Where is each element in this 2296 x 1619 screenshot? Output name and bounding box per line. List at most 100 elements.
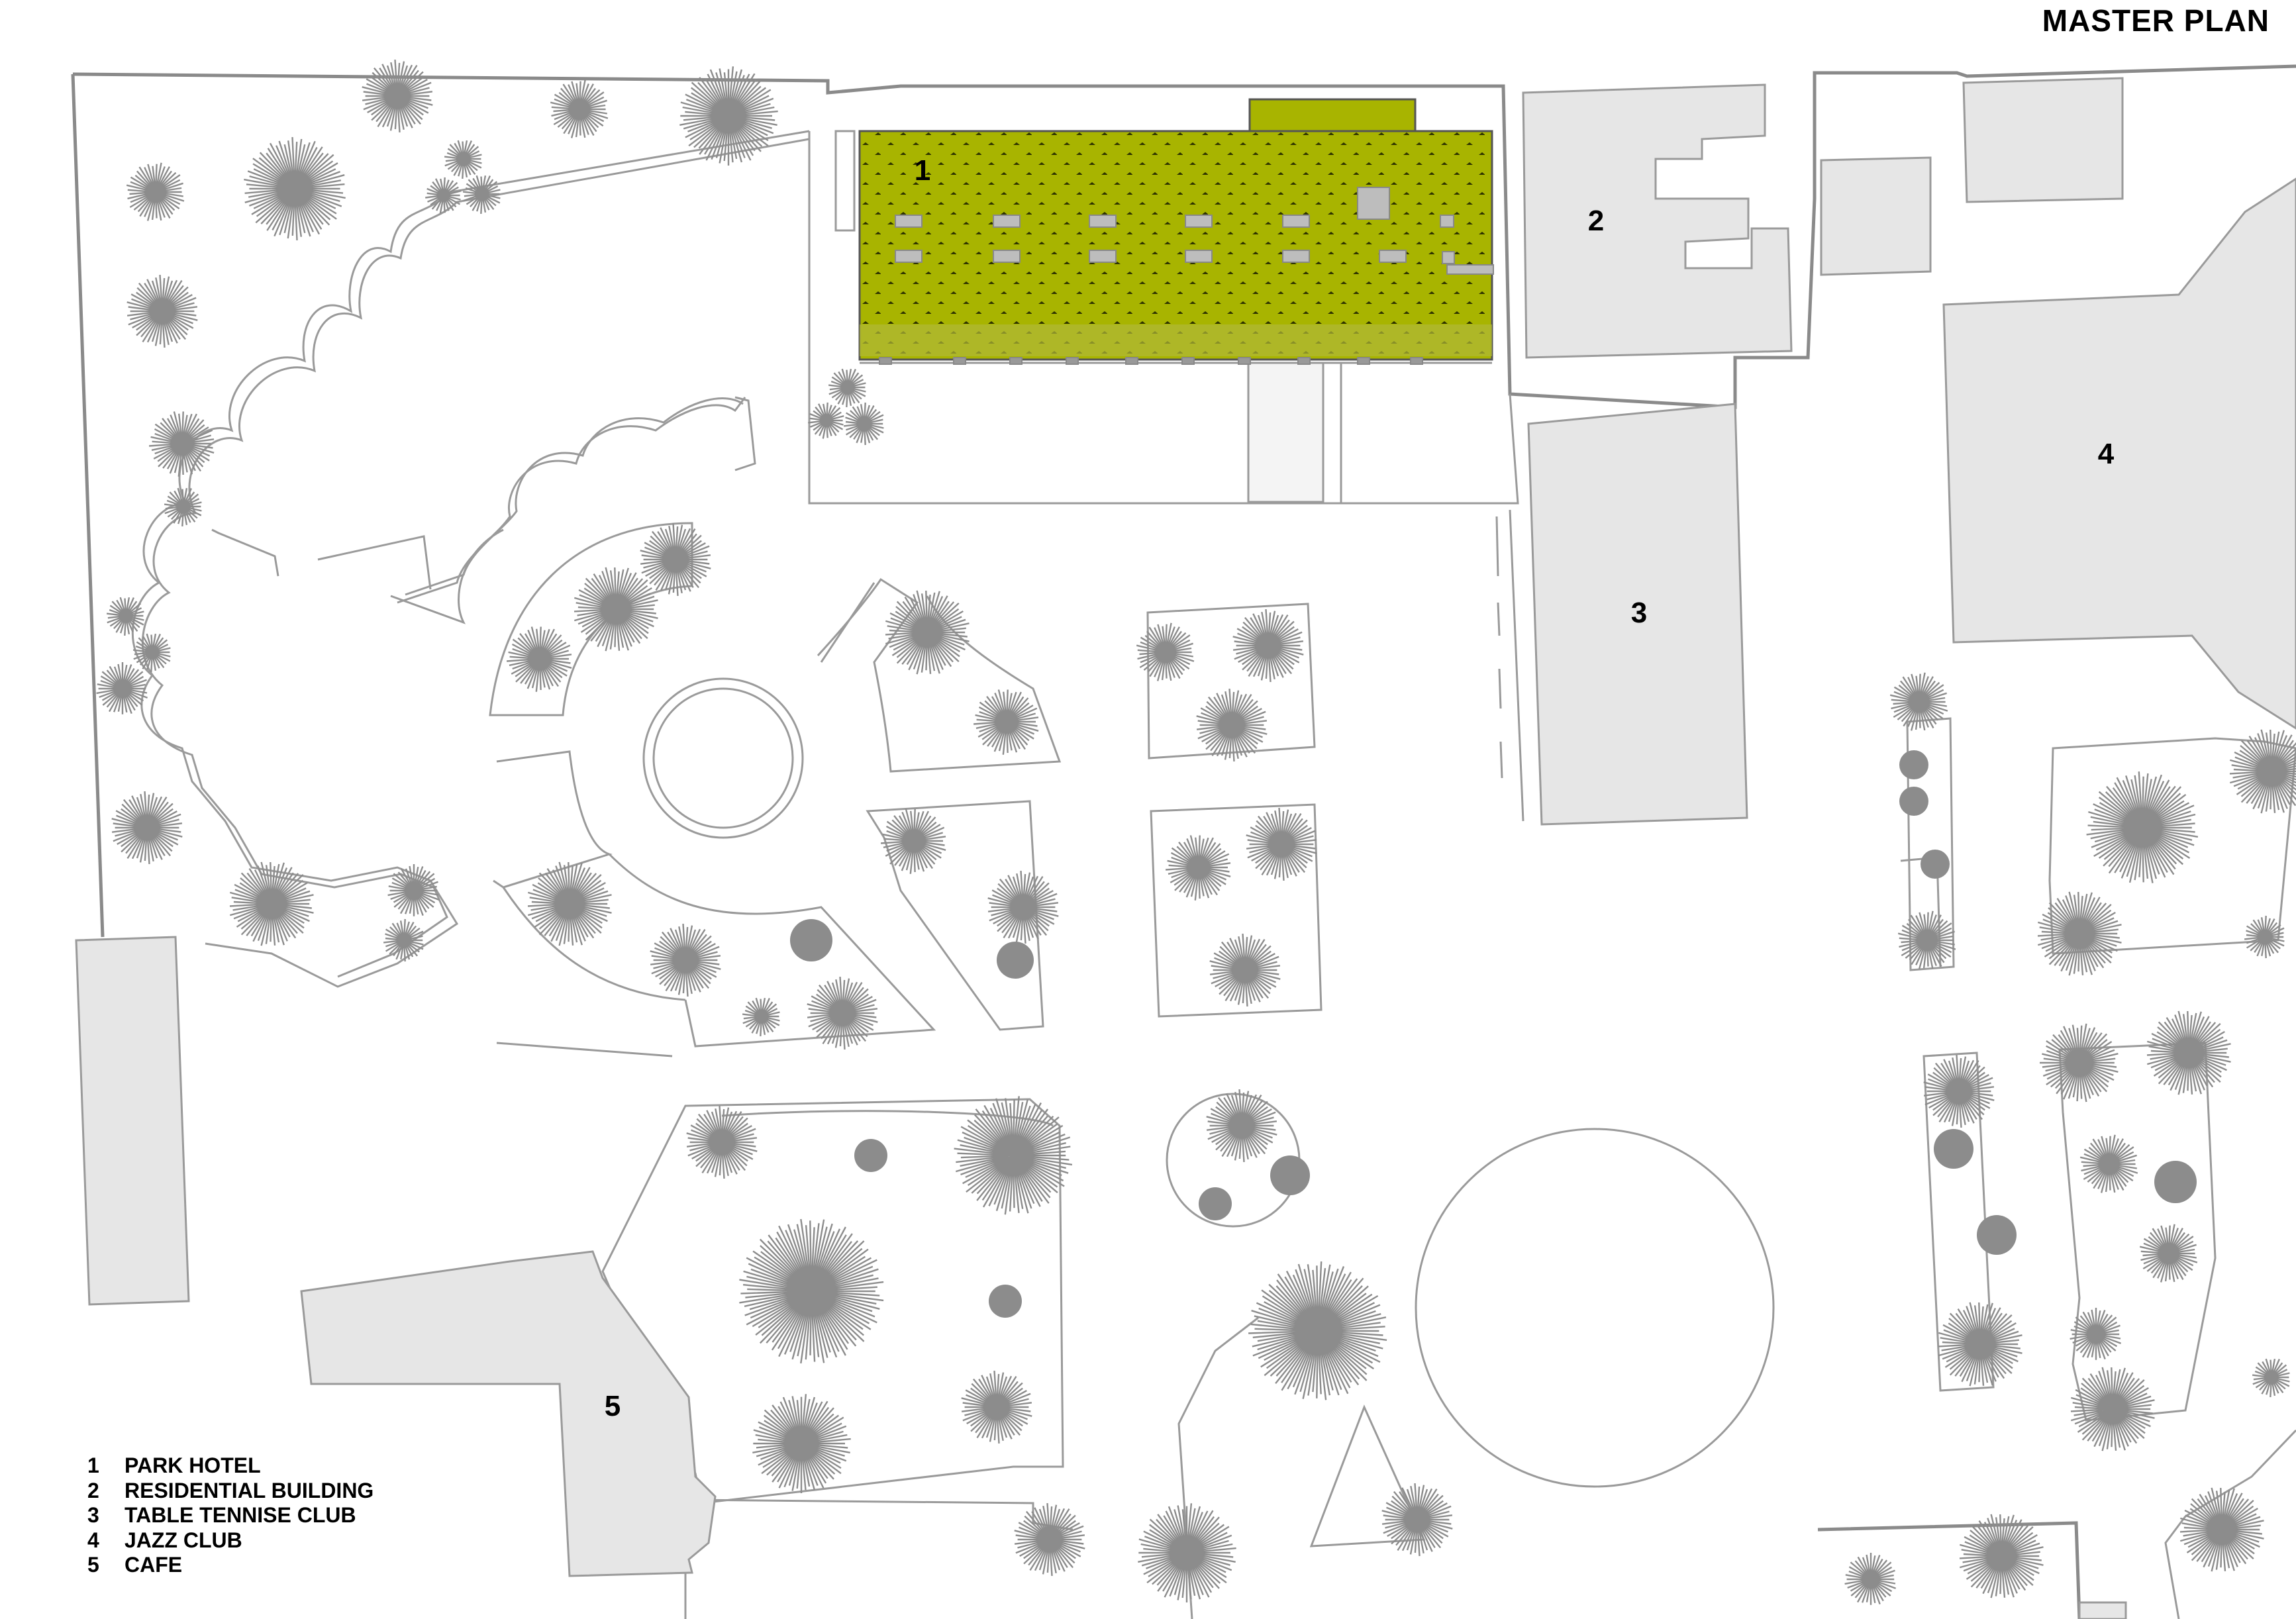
tree-canopy-solid <box>1921 850 1950 879</box>
garden-walls <box>131 130 810 988</box>
tree-canopy <box>2037 891 2122 976</box>
plan-title: MASTER PLAN <box>2042 3 2270 38</box>
tree-canopy <box>752 1394 851 1493</box>
legend-item: 2 RESIDENTIAL BUILDING <box>87 1479 374 1504</box>
tree-canopy <box>1138 1503 1236 1602</box>
tree-canopy-solid <box>1934 1129 1973 1169</box>
label-5: 5 <box>605 1390 621 1422</box>
tree-canopy <box>742 997 780 1036</box>
tree-canopy <box>807 977 878 1050</box>
trees <box>96 60 2296 1605</box>
legend-num: 4 <box>87 1528 99 1552</box>
tree-canopy <box>2252 1358 2290 1397</box>
tree-canopy-solid <box>1199 1187 1232 1220</box>
tree-canopy <box>1136 622 1195 681</box>
tree-canopy <box>362 60 433 132</box>
tree-canopy-solid <box>1270 1155 1310 1195</box>
legend-label: JAZZ CLUB <box>125 1528 242 1552</box>
legend-label: TABLE TENNISE CLUB <box>125 1503 356 1527</box>
tree-canopy <box>686 1106 758 1179</box>
amphitheatre <box>489 522 1062 1048</box>
tree-canopy <box>640 523 711 596</box>
tree-canopy <box>387 864 440 916</box>
label-3: 3 <box>1631 597 1647 629</box>
building-park-hotel <box>834 98 1494 503</box>
tree-canopy <box>2244 915 2285 959</box>
tree-canopy <box>462 175 501 214</box>
tree-canopy <box>1206 1089 1277 1162</box>
tree-canopy <box>164 487 202 526</box>
site-boundary <box>71 64 2296 1619</box>
tree-canopy <box>1938 1302 2022 1387</box>
tree-canopy <box>2086 771 2199 883</box>
label-1: 1 <box>915 154 930 187</box>
tree-canopy <box>1166 835 1231 901</box>
tree-canopy <box>2070 1367 2155 1451</box>
tree-canopy <box>1014 1503 1085 1576</box>
tree-canopy <box>111 791 183 864</box>
tree-canopy <box>2229 729 2296 814</box>
building-residential <box>1522 83 1793 359</box>
planters <box>601 509 2296 1619</box>
tree-canopy <box>973 689 1039 755</box>
building-small-tile <box>2078 1601 2127 1619</box>
tree-canopy <box>574 567 658 652</box>
legend-num: 5 <box>87 1553 99 1577</box>
tree-canopy-solid <box>1899 750 1928 779</box>
tree-canopy <box>828 368 866 407</box>
tree-canopy-solid <box>790 919 832 961</box>
tree-canopy <box>2040 1023 2119 1103</box>
tree-canopy <box>2079 1134 2138 1193</box>
building-cafe <box>300 1250 717 1577</box>
tree-canopy <box>550 79 609 138</box>
tree-canopy <box>1232 609 1304 682</box>
tree-canopy <box>881 809 946 874</box>
tree-canopy <box>425 177 462 214</box>
building-jazz-club <box>1942 177 2296 730</box>
buildings <box>75 77 2296 1619</box>
tree-canopy <box>126 162 185 221</box>
legend-item: 4 JAZZ CLUB <box>87 1528 374 1553</box>
tree-canopy <box>444 140 482 179</box>
legend-label: RESIDENTIAL BUILDING <box>125 1478 374 1502</box>
tree-canopy <box>244 137 346 240</box>
legend-num: 3 <box>87 1503 99 1527</box>
tree-canopy-solid <box>1977 1215 2017 1255</box>
tree-canopy <box>527 861 612 946</box>
central-fountain <box>642 677 804 839</box>
tree-canopy <box>2070 1308 2122 1360</box>
tree-canopy <box>106 597 144 636</box>
tree-canopy <box>1897 910 1956 969</box>
tree-canopy-solid <box>854 1139 887 1172</box>
tree-canopy <box>507 626 572 692</box>
tree-canopy-solid <box>2154 1161 2197 1203</box>
tree-canopy <box>132 633 171 672</box>
tree-canopy <box>2146 1010 2231 1095</box>
legend-num: 1 <box>87 1453 99 1477</box>
tree-canopy-solid <box>1899 787 1928 816</box>
tree-canopy <box>885 590 970 675</box>
legend-label: PARK HOTEL <box>125 1453 261 1477</box>
tree-canopy <box>126 275 198 348</box>
tree-canopy <box>383 918 424 962</box>
tree-canopy-solid <box>997 942 1034 979</box>
tree-canopy <box>1246 808 1317 881</box>
building-annex-b <box>1962 77 2124 203</box>
tree-canopy <box>1923 1055 1995 1128</box>
tree-canopy <box>808 402 844 439</box>
legend-item: 5 CAFE <box>87 1553 374 1578</box>
legend-num: 2 <box>87 1478 99 1502</box>
legend-item: 1 PARK HOTEL <box>87 1453 374 1479</box>
tree-canopy <box>96 662 148 714</box>
tree-canopy <box>1889 672 1948 731</box>
tree-canopy <box>2139 1224 2198 1283</box>
building-left-strip <box>75 936 190 1306</box>
legend-label: CAFE <box>125 1553 183 1577</box>
tree-canopy <box>1248 1261 1387 1400</box>
tree-canopy <box>1844 1553 1897 1605</box>
tree-canopy <box>987 871 1059 944</box>
tree-canopy <box>1196 689 1268 761</box>
tree-canopy <box>1381 1483 1453 1556</box>
legend-item: 3 TABLE TENNISE CLUB <box>87 1503 374 1528</box>
